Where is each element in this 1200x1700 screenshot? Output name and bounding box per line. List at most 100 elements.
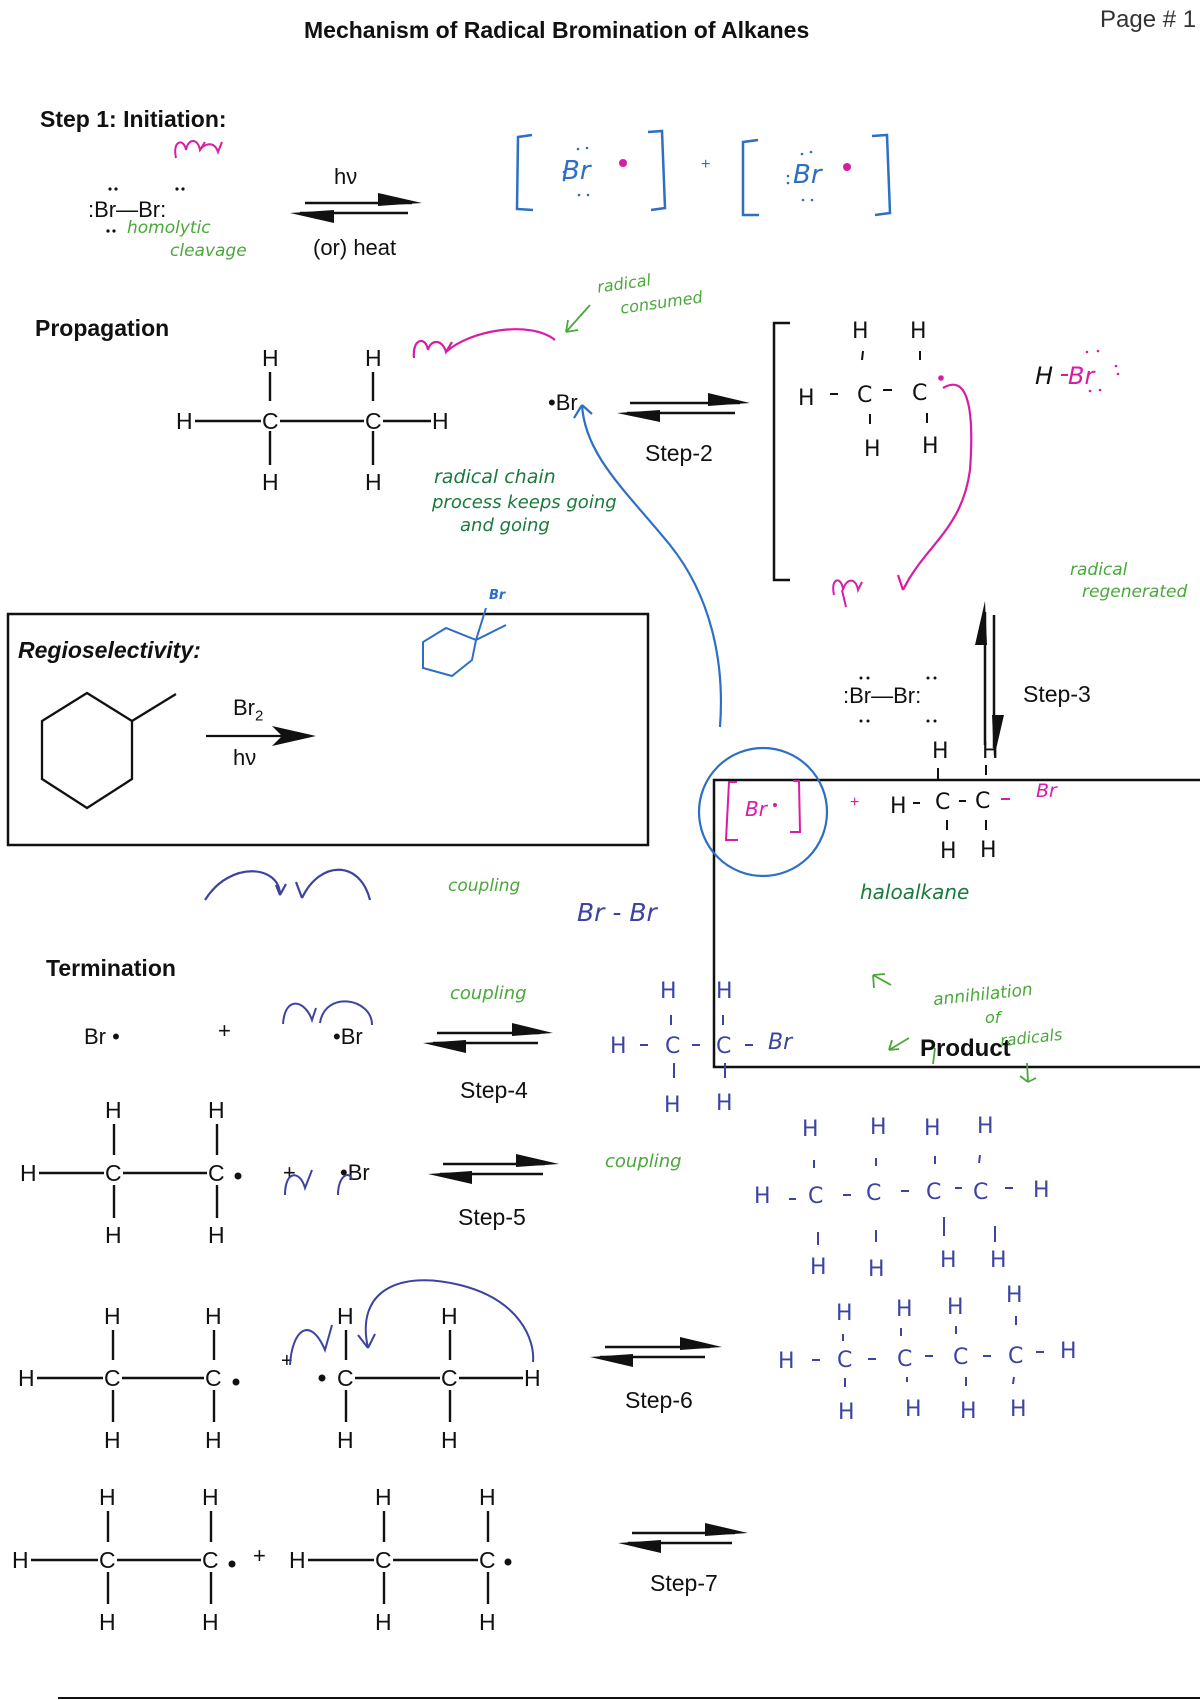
- svg-text:C: C: [897, 1347, 912, 1372]
- note-coupling-2: coupling: [450, 983, 527, 1004]
- svg-text:C: C: [205, 1365, 222, 1391]
- product-box: [712, 778, 1200, 1069]
- step-3-label: Step-3: [1023, 681, 1091, 707]
- note-process-keeps-going: process keeps going: [432, 492, 617, 513]
- svg-text:H: H: [176, 408, 193, 434]
- svg-text:H: H: [798, 386, 815, 411]
- svg-text:H: H: [610, 1034, 627, 1059]
- step4-reactant-br: Br •: [84, 1024, 120, 1049]
- note-coupling-1: coupling: [448, 876, 521, 896]
- hbr-hydrogen: H: [1035, 362, 1054, 390]
- svg-text:H: H: [754, 1184, 771, 1209]
- svg-text:H: H: [99, 1609, 116, 1635]
- svg-text:C: C: [926, 1180, 941, 1205]
- step-5-label: Step-5: [458, 1204, 526, 1230]
- step5-plus: +: [283, 1160, 296, 1185]
- br-radical-reactant: •Br: [548, 390, 578, 415]
- svg-text:H: H: [1010, 1397, 1027, 1422]
- regio-reagent-br: Br: [233, 695, 255, 720]
- svg-text:H: H: [479, 1609, 496, 1635]
- note-haloalkane: haloalkane: [860, 880, 970, 904]
- ethyl-radical-intermediate: H C C H H H H: [798, 319, 944, 462]
- equilibrium-arrow-initiation: [290, 193, 422, 223]
- svg-text:H: H: [947, 1295, 964, 1320]
- br2-product-sketch: Br - Br: [577, 898, 657, 927]
- svg-text:H: H: [982, 739, 999, 764]
- svg-text:H: H: [802, 1117, 819, 1142]
- step-2-label: Step-2: [645, 440, 713, 466]
- svg-text:C: C: [99, 1547, 116, 1573]
- svg-text:H: H: [716, 979, 733, 1004]
- haloalkane-bromine: Br: [1036, 780, 1057, 802]
- svg-text:H: H: [208, 1097, 225, 1123]
- svg-text:H: H: [337, 1427, 354, 1453]
- svg-text:H: H: [664, 1093, 681, 1118]
- svg-text:H: H: [977, 1114, 994, 1139]
- svg-text:H: H: [922, 434, 939, 459]
- svg-text:H: H: [441, 1303, 458, 1329]
- svg-text:H: H: [810, 1255, 827, 1280]
- fishhook-arrow-pink-2: [412, 328, 556, 359]
- initiation-condition-hv: hν: [334, 164, 358, 189]
- svg-text:C: C: [808, 1184, 823, 1209]
- svg-text:H: H: [99, 1484, 116, 1510]
- regio-condition-hv: hν: [233, 745, 257, 770]
- regio-reagent-subscript: 2: [255, 707, 264, 725]
- propagation-heading: Propagation: [35, 315, 170, 341]
- svg-text:C: C: [479, 1547, 496, 1573]
- step5-reactant-br: •Br: [340, 1160, 370, 1185]
- note-coupling-3: coupling: [605, 1151, 682, 1172]
- regio-sketch-br: Br: [489, 588, 506, 603]
- step-6-label: Step-6: [625, 1387, 693, 1413]
- svg-text:H: H: [940, 839, 957, 864]
- svg-text:H: H: [337, 1303, 354, 1329]
- svg-text:H: H: [105, 1222, 122, 1248]
- svg-text:C: C: [857, 383, 872, 408]
- svg-text:C: C: [866, 1181, 881, 1206]
- svg-text:C: C: [935, 790, 950, 815]
- svg-text:H: H: [960, 1399, 977, 1424]
- svg-text:C: C: [208, 1160, 225, 1186]
- svg-text:H: H: [716, 1091, 733, 1116]
- svg-text:H: H: [105, 1097, 122, 1123]
- br-radical-2: Br: [793, 160, 822, 190]
- svg-text:H: H: [838, 1400, 855, 1425]
- svg-text:H: H: [890, 794, 907, 819]
- page-title: Mechanism of Radical Bromination of Alka…: [304, 17, 810, 43]
- svg-text:H: H: [924, 1116, 941, 1141]
- page-number: Page # 1: [1100, 6, 1197, 33]
- svg-text:H: H: [1033, 1178, 1050, 1203]
- br-radical-circled: Br: [745, 797, 767, 821]
- svg-text:C: C: [202, 1547, 219, 1573]
- svg-text:H: H: [18, 1365, 35, 1391]
- bracket-br-radical-1: [515, 129, 667, 212]
- svg-text:H: H: [980, 838, 997, 863]
- radical-arrow-pink: [896, 383, 973, 591]
- svg-text:H: H: [205, 1427, 222, 1453]
- svg-text:H: H: [104, 1427, 121, 1453]
- equilibrium-arrow-step5: [428, 1154, 559, 1184]
- svg-text:H: H: [479, 1484, 496, 1510]
- svg-text:H: H: [375, 1609, 392, 1635]
- svg-text:H: H: [104, 1303, 121, 1329]
- svg-text:H: H: [262, 469, 279, 495]
- svg-text:C: C: [1008, 1344, 1023, 1369]
- fishhook-arrows-step6: [289, 1279, 535, 1366]
- svg-text:H: H: [905, 1397, 922, 1422]
- regio-reagent: Br2: [233, 695, 263, 724]
- bromoethane-haloalkane: H C C H H H H: [890, 739, 1010, 864]
- svg-text:H: H: [870, 1115, 887, 1140]
- svg-text:C: C: [104, 1365, 121, 1391]
- svg-text:H: H: [365, 345, 382, 371]
- note-radical: radical: [595, 270, 653, 297]
- svg-text:C: C: [337, 1365, 354, 1391]
- initiation-plus: +: [701, 156, 711, 173]
- step4-plus: +: [218, 1018, 231, 1043]
- regio-reaction-arrow: [206, 726, 316, 746]
- svg-text:C: C: [953, 1345, 968, 1370]
- svg-text:H: H: [365, 469, 382, 495]
- bromoethane-sketch: H C C H H H H: [610, 979, 753, 1118]
